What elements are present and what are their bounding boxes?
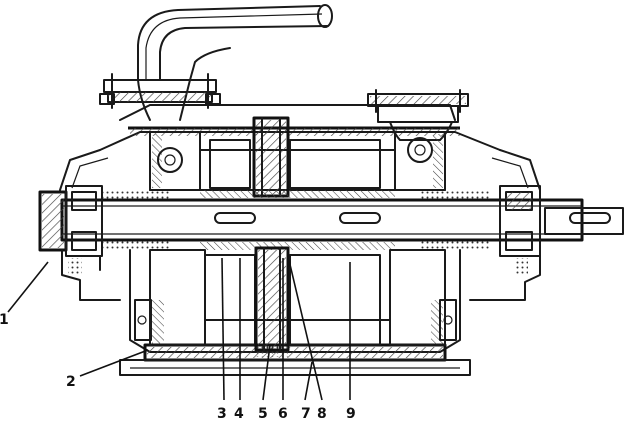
lower-impeller [254, 246, 290, 357]
inlet-elbow-pipe [137, 4, 333, 121]
callout-9: 9 [346, 406, 356, 422]
lower-casing [119, 249, 471, 376]
upper-casing [59, 104, 541, 191]
left-bearing-housing [38, 185, 121, 301]
callout-5: 5 [258, 406, 268, 422]
leader-lines [7, 255, 351, 401]
callout-4: 4 [234, 406, 244, 422]
callout-7: 7 [301, 406, 311, 422]
right-bearing-housing [469, 185, 541, 301]
callout-2: 2 [66, 374, 76, 390]
upper-impeller [252, 116, 290, 198]
callout-6: 6 [278, 406, 288, 422]
callout-1: 1 [0, 312, 9, 328]
inlet-flange [99, 73, 221, 109]
shaft [60, 190, 624, 250]
callout-8: 8 [317, 406, 327, 422]
callout-labels: 1 2 3 4 5 6 7 8 9 [0, 312, 356, 422]
callout-3: 3 [217, 406, 227, 422]
